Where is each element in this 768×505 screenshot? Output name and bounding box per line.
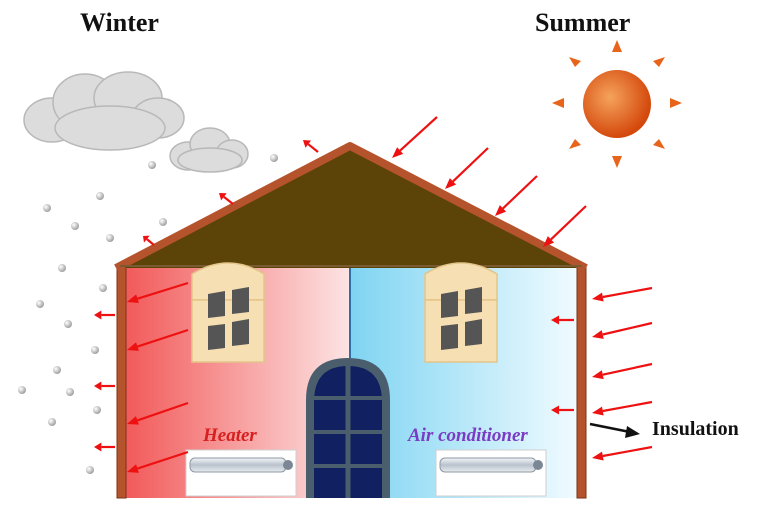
heat-arrow-head <box>143 235 150 243</box>
heat-arrow-head <box>303 140 312 148</box>
heat-arrow-shaft <box>307 143 319 153</box>
heat-arrow-head <box>592 330 604 339</box>
snowflake-icon <box>18 154 278 474</box>
heat-arrow-head <box>592 370 604 380</box>
heat-arrow-shaft <box>137 401 189 422</box>
heat-arrow-shaft <box>137 281 189 300</box>
heat-arrow-shaft <box>223 195 234 205</box>
heat-arrow-head <box>445 178 457 189</box>
heat-arrow-head <box>94 442 102 452</box>
heat-arrow-shaft <box>137 328 189 348</box>
radiator-icon <box>435 449 547 497</box>
heat-arrow-shaft <box>602 445 653 458</box>
heat-arrow-shaft <box>602 362 653 376</box>
heat-arrow-head <box>392 147 404 158</box>
heat-arrow-head <box>127 416 139 425</box>
heat-arrow-shaft <box>146 238 155 246</box>
roof-edge <box>114 142 588 272</box>
heat-arrow-head <box>551 315 560 325</box>
heat-arrow-head <box>495 205 507 216</box>
heat-arrow-shaft <box>550 205 587 241</box>
heat-arrow-head <box>94 381 102 391</box>
heater-label: Heater <box>203 425 257 446</box>
arrow-icon <box>589 422 640 438</box>
heat-arrow-shaft <box>502 175 538 210</box>
sun-icon <box>552 40 682 168</box>
air-conditioner-label: Air conditioner <box>408 425 528 446</box>
heat-arrow-head <box>127 342 139 351</box>
heat-arrow-head <box>551 405 560 415</box>
heat-arrow-shaft <box>602 286 653 299</box>
heat-arrow-head <box>592 292 604 302</box>
heat-arrow-shaft <box>602 321 653 336</box>
heat-flow-arrows <box>94 116 653 473</box>
heat-arrow-head <box>592 406 604 416</box>
heat-arrow-head <box>127 294 139 304</box>
door-icon <box>306 358 390 498</box>
heat-arrow-head <box>94 310 102 320</box>
right-wall <box>576 264 587 499</box>
window-icon <box>191 262 265 363</box>
cloud-icon <box>169 127 249 173</box>
insulation-label: Insulation <box>652 418 739 440</box>
heat-arrow-shaft <box>602 400 653 413</box>
heat-arrow-shaft <box>399 116 438 152</box>
window-icon <box>424 262 498 363</box>
roof <box>116 148 586 268</box>
radiator-icon <box>185 449 297 497</box>
heat-arrow-head <box>127 464 139 473</box>
heat-arrow-head <box>592 451 604 461</box>
cloud-icon <box>23 71 185 151</box>
winter-label: Winter <box>80 8 159 37</box>
summer-label: Summer <box>535 8 631 37</box>
heat-arrow-head <box>543 236 555 247</box>
heat-arrow-shaft <box>452 147 489 183</box>
left-wall <box>116 264 127 499</box>
heat-arrow-head <box>219 193 227 201</box>
heat-arrow-shaft <box>137 450 189 470</box>
